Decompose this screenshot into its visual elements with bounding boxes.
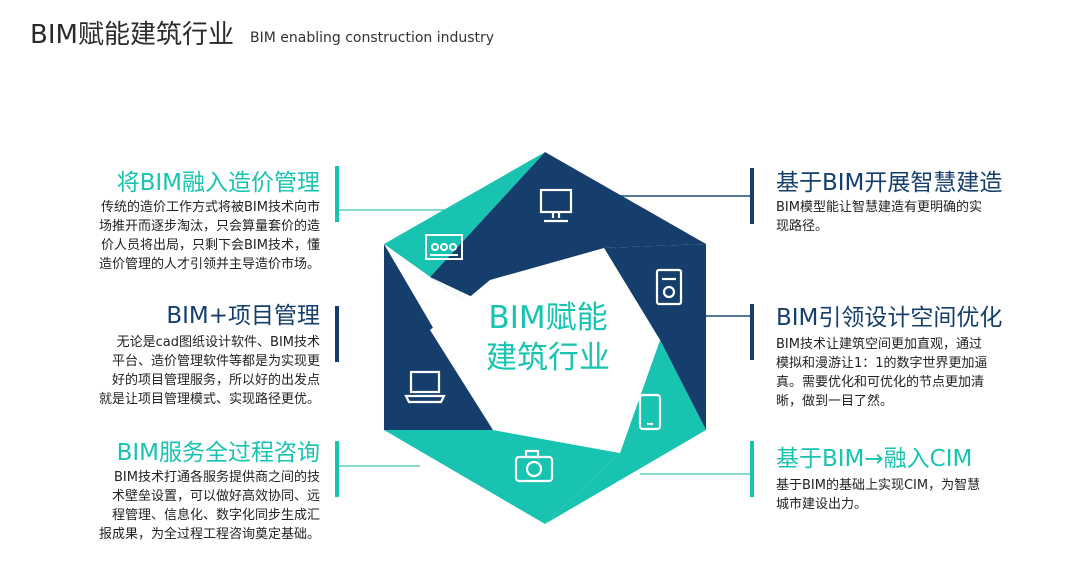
desc-line: 城市建设出力。 xyxy=(776,497,868,512)
right-desc-3: 基于BIM的基础上实现CIM，为智慧 城市建设出力。 xyxy=(776,476,980,514)
left-heading-1: 将BIM融入造价管理 xyxy=(116,170,320,196)
desc-line: 无论是cad图纸设计软件、BIM技术 xyxy=(116,335,320,350)
hex-segment-upper-left xyxy=(384,152,545,308)
desc-line: 价人员将出局，只剩下会BIM技术，懂 xyxy=(101,238,320,253)
right-bar-2 xyxy=(750,304,754,360)
desc-line: 术壁垒设置，可以做好高效协同、远 xyxy=(111,489,320,504)
presentation-icon xyxy=(425,234,463,260)
camera-icon xyxy=(514,449,554,483)
left-bar-1 xyxy=(335,166,339,222)
left-bar-3 xyxy=(335,441,339,497)
left-desc-3: BIM技术打通各服务提供商之间的技 术壁垒设置，可以做好高效协同、远 程管理、信… xyxy=(99,468,320,544)
monitor-icon xyxy=(539,188,573,223)
right-bar-3 xyxy=(750,441,754,497)
page-title: BIM赋能建筑行业 xyxy=(30,20,234,50)
left-heading-2: BIM+项目管理 xyxy=(166,303,320,329)
desc-line: 真。需要优化和可优化的节点更加清 xyxy=(776,375,985,390)
right-desc-2: BIM技术让建筑空间更加直观，通过 模拟和漫游让1：1的数字世界更加逼 真。需要… xyxy=(776,335,988,411)
hex-segment-bottom xyxy=(384,430,620,524)
center-label: BIM赋能 建筑行业 xyxy=(478,298,618,378)
hex-center xyxy=(430,248,660,453)
desc-line: 晰，做到一目了然。 xyxy=(776,394,894,409)
desc-line: 报成果，为全过程工程咨询奠定基础。 xyxy=(98,527,320,542)
music-player-icon xyxy=(655,268,683,306)
desc-line: 就是让项目管理模式、实现路径更优。 xyxy=(98,392,320,407)
smartphone-icon xyxy=(638,393,662,431)
desc-line: 现路径。 xyxy=(776,219,829,234)
right-heading-1: 基于BIM开展智慧建造 xyxy=(776,170,1003,196)
desc-line: 传统的造价工作方式将被BIM技术向市 xyxy=(101,200,320,215)
left-desc-2: 无论是cad图纸设计软件、BIM技术 平台、造价管理软件等都是为实现更 好的项目… xyxy=(99,333,320,409)
desc-line: 模拟和漫游让1：1的数字世界更加逼 xyxy=(776,356,988,371)
right-heading-3: 基于BIM→融入CIM xyxy=(776,446,973,472)
desc-line: BIM模型能让智慧建造有更明确的实 xyxy=(776,200,982,215)
hex-segment-lower-right xyxy=(545,340,706,524)
center-line-1: BIM赋能 xyxy=(488,300,608,336)
hex-segment-top xyxy=(430,152,706,310)
desc-line: 场推开而逐步淘汰，只会算量套价的造 xyxy=(98,219,320,234)
right-desc-1: BIM模型能让智慧建造有更明确的实 现路径。 xyxy=(776,198,982,236)
desc-line: 基于BIM的基础上实现CIM，为智慧 xyxy=(776,478,981,493)
desc-line: 造价管理的人才引领并主导造价市场。 xyxy=(98,257,320,272)
laptop-icon xyxy=(404,370,446,404)
right-heading-2: BIM引领设计空间优化 xyxy=(776,305,1003,331)
left-heading-3: BIM服务全过程咨询 xyxy=(116,440,320,466)
desc-line: BIM技术打通各服务提供商之间的技 xyxy=(114,470,320,485)
desc-line: 平台、造价管理软件等都是为实现更 xyxy=(111,354,320,369)
left-bar-2 xyxy=(335,306,339,362)
desc-line: 好的项目管理服务，所以好的出发点 xyxy=(111,373,320,388)
center-line-2: 建筑行业 xyxy=(486,340,610,376)
desc-line: BIM技术让建筑空间更加直观，通过 xyxy=(776,337,982,352)
right-bar-1 xyxy=(750,168,754,224)
left-desc-1: 传统的造价工作方式将被BIM技术向市 场推开而逐步淘汰，只会算量套价的造 价人员… xyxy=(99,198,320,274)
page-subtitle: BIM enabling construction industry xyxy=(250,30,495,46)
desc-line: 程管理、信息化、数字化同步生成汇 xyxy=(111,508,320,523)
